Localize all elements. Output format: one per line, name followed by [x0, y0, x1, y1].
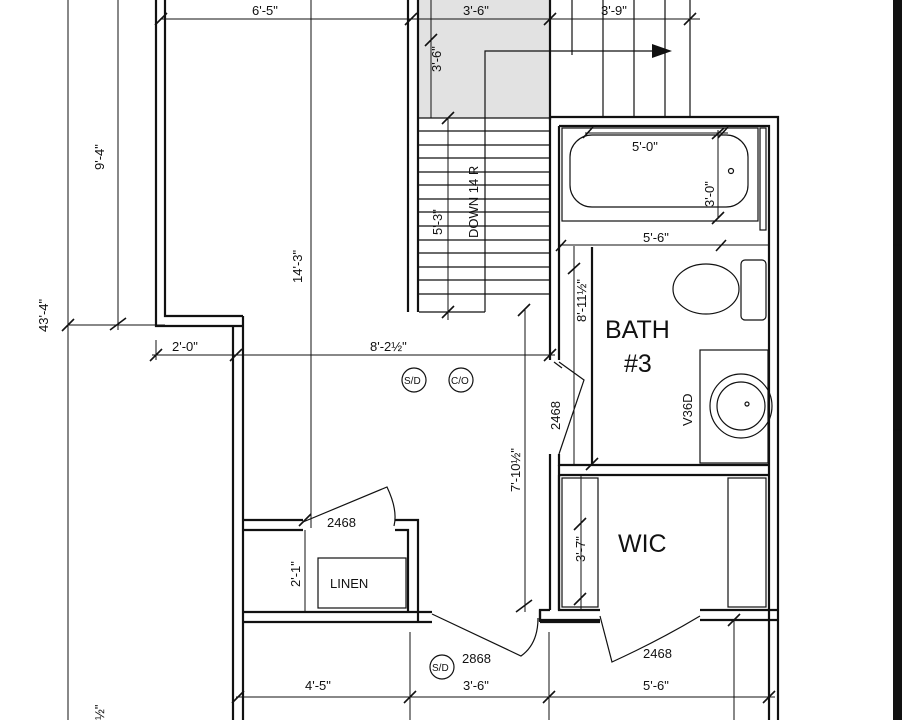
vanity-sink: [699, 349, 773, 464]
co-detector: C/O: [448, 367, 474, 393]
dim-stair-5-3: 5'-3": [430, 209, 445, 235]
room-label-bath-number: #3: [624, 350, 652, 378]
dim-tub-3-0: 3'-0": [702, 181, 717, 207]
svg-text:S/D: S/D: [404, 376, 421, 387]
doors: [302, 361, 701, 663]
page-border: [893, 0, 902, 720]
room-label-wic: WIC: [618, 530, 667, 558]
dim-hall-7-10: 7'-10½": [508, 448, 523, 492]
dim-tub-5-0: 5'-0": [632, 139, 658, 154]
svg-text:S/D: S/D: [432, 663, 449, 674]
vanity-label: V36D: [680, 393, 695, 426]
dim-linen-2-1: 2'-1": [288, 561, 303, 587]
stair-label: DOWN 14 R: [466, 166, 481, 238]
dim-hall-8-2: 8'-2½": [370, 339, 407, 354]
dim-top-3-6: 3'-6": [463, 3, 489, 18]
dim-left-43-4: 43'-4": [36, 298, 51, 332]
dim-wic-3-7: 3'-7": [573, 536, 588, 562]
stair-treads: [419, 0, 691, 313]
toilet: [672, 259, 767, 321]
room-label-linen: LINEN: [330, 576, 368, 591]
door-label-hall: 2868: [462, 651, 491, 666]
dim-bath-8-11: 8'-11½": [574, 279, 589, 322]
dim-stair-3-6: 3'-6": [429, 46, 444, 72]
smoke-detector-1: S/D: [401, 367, 427, 393]
dim-left-partial: ½": [92, 704, 107, 720]
smoke-detector-2: S/D: [429, 654, 455, 680]
dim-bottom-5-6: 5'-6": [643, 678, 669, 693]
door-label-bath: 2468: [548, 401, 563, 430]
wic-shelves: [561, 477, 767, 608]
door-label-wic: 2468: [643, 646, 672, 661]
room-label-bath: BATH: [605, 316, 670, 344]
dim-top-6-5: 6'-5": [252, 3, 278, 18]
dim-center-14-3: 14'-3": [290, 249, 305, 283]
stair-direction-arrow-icon: [652, 44, 672, 58]
walls: [154, 0, 780, 720]
dim-bottom-4-5: 4'-5": [305, 678, 331, 693]
linen-shelf: [317, 557, 407, 609]
dim-left-2-0: 2'-0": [172, 339, 198, 354]
door-label-linen: 2468: [327, 515, 356, 530]
bathtub: [561, 127, 767, 231]
dim-left-9-4: 9'-4": [92, 144, 107, 170]
svg-text:C/O: C/O: [451, 376, 469, 387]
dimension-lines: [61, 0, 776, 720]
dim-bath-5-6: 5'-6": [643, 230, 669, 245]
dim-top-3-9: 3'-9": [601, 3, 627, 18]
dim-bottom-3-6: 3'-6": [463, 678, 489, 693]
